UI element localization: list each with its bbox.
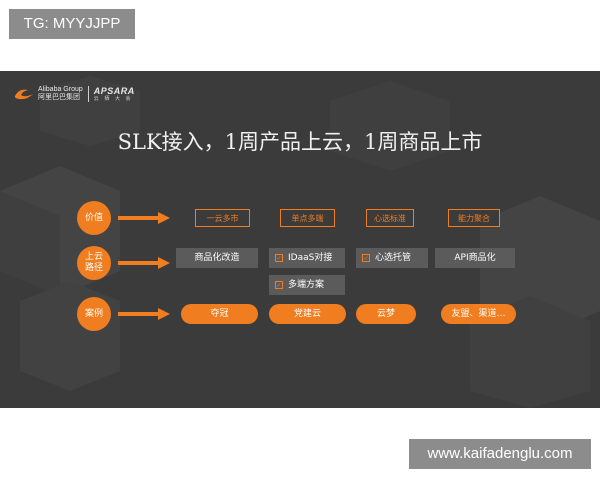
path-item: ✓ 心选托管 <box>356 248 428 268</box>
path-item: ✓ IDaaS对接 <box>269 248 345 268</box>
watermark-top: TG: MYYJJPP <box>9 9 135 39</box>
row-label-value-text: 价值 <box>84 212 103 223</box>
path-item-label: 商品化改造 <box>194 253 240 263</box>
value-item: 心选标准 <box>366 209 414 227</box>
watermark-bottom: www.kaifadenglu.com <box>409 439 591 469</box>
background-cubes-left <box>0 76 600 408</box>
case-item: 夺冠 <box>181 304 258 324</box>
case-item: 党建云 <box>269 304 346 324</box>
path-item-label: 心选托管 <box>375 253 412 263</box>
path-item: 商品化改造 <box>176 248 258 268</box>
case-item: 友盟、渠道… <box>441 304 516 324</box>
arrow-right-icon <box>118 308 170 320</box>
alibaba-logo-icon <box>14 89 33 100</box>
logo-brand-sub: 云 栖 大 会 <box>93 95 133 102</box>
slide-title: SLK接入，1周产品上云，1周商品上市 <box>117 130 483 154</box>
slide: Alibaba Group 阿里巴巴集团 APSARA 云 栖 大 会 SLK接… <box>0 71 600 408</box>
case-item: 云梦 <box>356 304 416 324</box>
row-label-path: 上云 路径 <box>77 246 111 280</box>
checkbox-icon: ✓ <box>275 254 283 262</box>
arrow-right-icon <box>118 257 170 269</box>
arrow-right-icon <box>118 212 170 224</box>
alibaba-apsara-logo: Alibaba Group 阿里巴巴集团 APSARA 云 栖 大 会 <box>13 83 135 105</box>
path-item-label: IDaaS对接 <box>288 253 333 263</box>
checkbox-icon: ✓ <box>275 281 283 289</box>
path-item: ✓ 多端方案 <box>269 275 345 295</box>
row-label-case-text: 案例 <box>84 308 103 319</box>
value-item: 能力聚合 <box>448 209 500 227</box>
row-label-case: 案例 <box>77 297 111 331</box>
checkbox-icon: ✓ <box>362 254 370 262</box>
row-label-value: 价值 <box>77 201 111 235</box>
value-item: 一云多市 <box>195 209 250 227</box>
path-item-label: 多端方案 <box>288 280 325 290</box>
logo-line2: 阿里巴巴集团 <box>38 94 80 101</box>
logo-line1: Alibaba Group <box>38 86 83 93</box>
row-label-path-line2: 路径 <box>84 263 103 273</box>
logo-divider <box>87 86 89 102</box>
path-item: API商品化 <box>435 248 515 268</box>
value-item: 单点多端 <box>280 209 335 227</box>
logo-brand: APSARA <box>93 85 135 96</box>
path-item-label: API商品化 <box>454 253 496 263</box>
row-label-path-line1: 上云 <box>84 252 103 262</box>
